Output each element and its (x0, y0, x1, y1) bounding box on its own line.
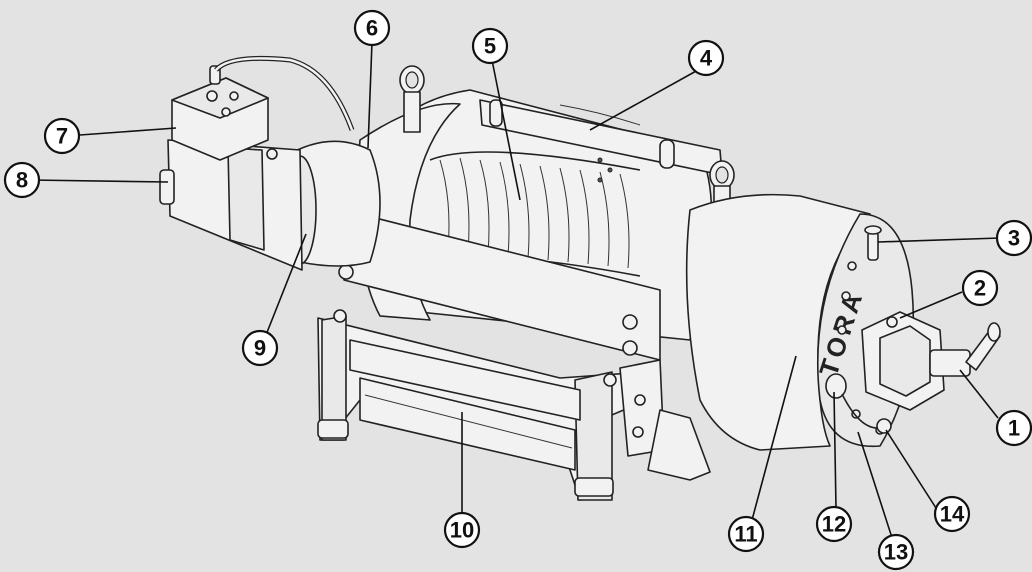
callout-12: 12 (815, 505, 853, 543)
callout-3: 3 (995, 219, 1032, 257)
callout-8: 8 (3, 161, 41, 199)
callout-5: 5 (471, 27, 509, 65)
svg-text:3: 3 (1008, 226, 1020, 251)
callout-1: 1 (995, 409, 1032, 447)
svg-text:6: 6 (366, 16, 378, 41)
svg-text:10: 10 (450, 518, 474, 543)
callout-11: 11 (727, 515, 765, 553)
svg-text:14: 14 (940, 502, 965, 527)
callout-4: 4 (687, 39, 725, 77)
svg-text:7: 7 (56, 124, 68, 149)
roller-fairlead (317, 309, 665, 501)
svg-text:4: 4 (700, 46, 713, 71)
callout-10: 10 (443, 511, 481, 549)
lifting-eye-right (709, 160, 735, 205)
callout-2: 2 (961, 269, 999, 307)
callout-13: 13 (877, 533, 915, 571)
vent-valve (864, 225, 882, 261)
leader-lines (29, 41, 1001, 545)
svg-text:2: 2 (974, 276, 986, 301)
brake-release-port (825, 373, 892, 434)
svg-text:8: 8 (16, 168, 28, 193)
svg-text:13: 13 (884, 540, 908, 565)
svg-text:5: 5 (484, 34, 496, 59)
callout-6: 6 (353, 9, 391, 47)
svg-text:12: 12 (822, 512, 846, 537)
mounting-base (647, 409, 711, 481)
clutch-assembly (861, 311, 1001, 411)
callout-9: 9 (241, 329, 279, 367)
valve-block (171, 65, 269, 161)
callout-7: 7 (43, 117, 81, 155)
lifting-eye-left (399, 65, 425, 133)
svg-text:9: 9 (254, 336, 266, 361)
svg-text:11: 11 (734, 522, 757, 547)
svg-text:1: 1 (1008, 416, 1020, 441)
callout-14: 14 (933, 495, 971, 533)
motor-body (159, 139, 303, 271)
